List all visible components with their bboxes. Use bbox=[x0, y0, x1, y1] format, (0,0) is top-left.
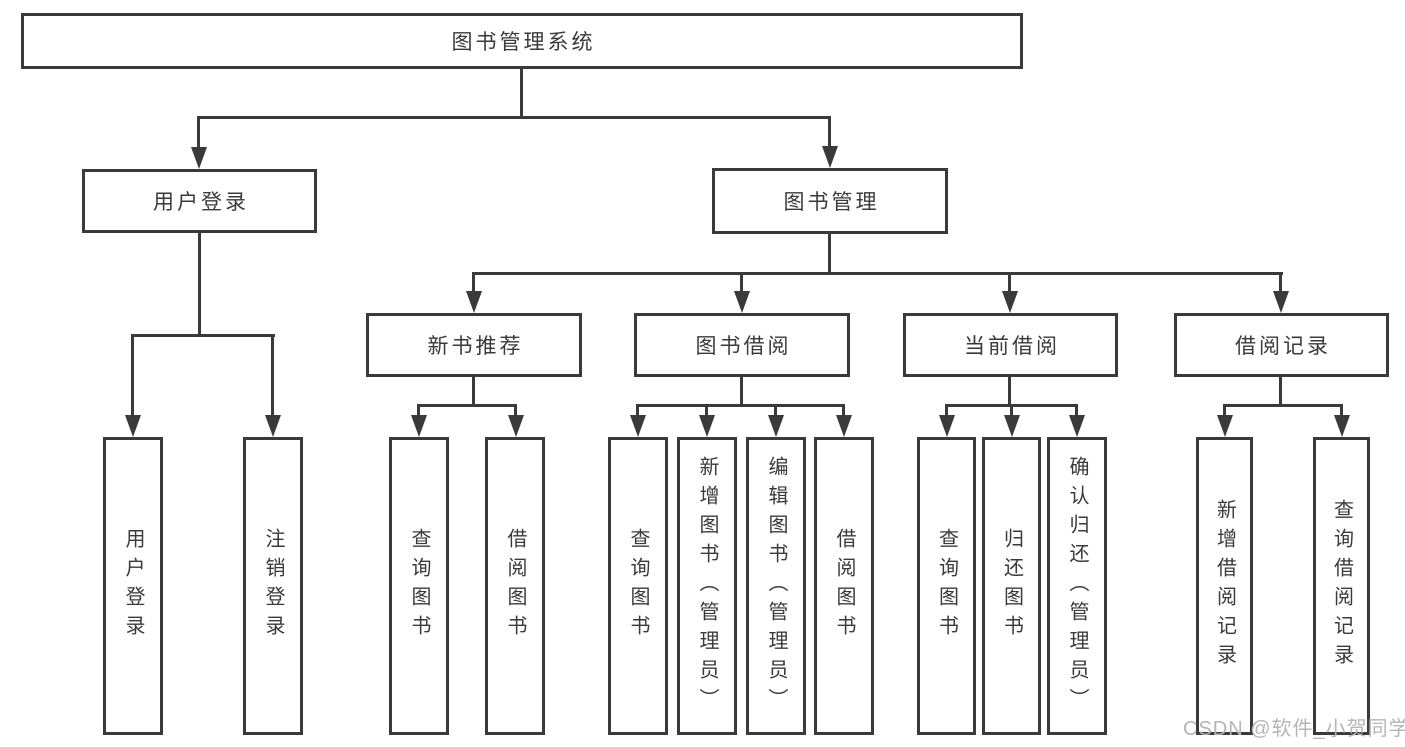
arrowhead-current-borrow bbox=[1002, 291, 1018, 313]
connector-to-user-login bbox=[197, 116, 200, 150]
node-current-borrow: 当前借阅 bbox=[903, 313, 1118, 377]
csdn-watermark: CSDN @软件_小贺同学 bbox=[1183, 718, 1405, 740]
connector-to-borrow-record bbox=[1279, 272, 1282, 294]
node-book-mgmt: 图书管理 bbox=[712, 168, 948, 234]
node-library-system: 图书管理系统 bbox=[21, 13, 1023, 69]
connector-level3-branch bbox=[472, 272, 1283, 275]
arrowhead-borrow-record bbox=[1273, 291, 1289, 313]
connector-user-login-branch bbox=[131, 334, 275, 337]
arrowhead-new-book bbox=[466, 291, 482, 313]
connector-to-book-borrow bbox=[740, 272, 743, 294]
node-book-borrow-label: 图书借阅 bbox=[695, 335, 792, 358]
node-book-borrow: 图书借阅 bbox=[634, 313, 850, 377]
leaf-query-borrow-record-label: 查询借阅记录 bbox=[1330, 499, 1353, 673]
connector-d2 bbox=[1010, 404, 1013, 420]
connector-to-leaf-login bbox=[131, 334, 134, 419]
node-borrow-record: 借阅记录 bbox=[1174, 313, 1389, 377]
connector-new-book-branch bbox=[417, 404, 517, 407]
leaf-query-borrow-record: 查询借阅记录 bbox=[1313, 437, 1370, 735]
arrowhead-e2 bbox=[1334, 415, 1350, 437]
connector-e2 bbox=[1340, 404, 1343, 420]
leaf-borrow-book-label: 借阅图书 bbox=[833, 528, 855, 644]
arrowhead-c2 bbox=[699, 415, 715, 437]
leaf-user-login-label: 用户登录 bbox=[122, 528, 144, 644]
connector-b2 bbox=[514, 404, 517, 420]
leaf-add-book-admin: 新增图书（管理员） bbox=[677, 437, 737, 735]
node-borrow-record-label: 借阅记录 bbox=[1235, 335, 1331, 358]
arrowhead-c4 bbox=[836, 415, 852, 437]
arrowhead-user-login bbox=[191, 147, 207, 169]
connector-c3 bbox=[774, 404, 777, 420]
leaf-add-borrow-record: 新增借阅记录 bbox=[1196, 437, 1253, 735]
arrowhead-leaf-logout bbox=[265, 415, 281, 437]
leaf-logout-label: 注销登录 bbox=[262, 528, 284, 644]
connector-new-book-stub bbox=[472, 377, 475, 406]
leaf-query-book-recommend-label: 查询图书 bbox=[408, 528, 430, 644]
arrowhead-book-mgmt bbox=[822, 146, 838, 168]
leaf-confirm-return-admin: 确认归还（管理员） bbox=[1047, 437, 1107, 735]
arrowhead-book-borrow bbox=[734, 291, 750, 313]
leaf-edit-book-admin: 编辑图书（管理员） bbox=[746, 437, 806, 735]
node-library-system-label: 图书管理系统 bbox=[451, 31, 596, 54]
connector-c2 bbox=[705, 404, 708, 420]
leaf-add-borrow-record-label: 新增借阅记录 bbox=[1213, 499, 1236, 673]
connector-borrow-record-stub bbox=[1279, 377, 1282, 406]
leaf-confirm-return-admin-label: 确认归还（管理员） bbox=[1066, 455, 1088, 717]
connector-root-stub bbox=[520, 69, 523, 118]
leaf-borrow-book: 借阅图书 bbox=[814, 437, 874, 735]
node-user-login: 用户登录 bbox=[82, 169, 317, 233]
connector-b1 bbox=[417, 404, 420, 420]
connector-book-borrow-branch bbox=[636, 404, 845, 407]
arrowhead-d1 bbox=[939, 415, 955, 437]
arrowhead-b1 bbox=[411, 415, 427, 437]
leaf-query-book-borrow-label: 查询图书 bbox=[627, 528, 649, 644]
leaf-user-login: 用户登录 bbox=[103, 437, 163, 735]
arrowhead-c1 bbox=[630, 415, 646, 437]
arrowhead-d3 bbox=[1069, 415, 1085, 437]
leaf-query-book-current: 查询图书 bbox=[917, 437, 976, 735]
connector-user-login-stub bbox=[198, 233, 201, 336]
arrowhead-e1 bbox=[1217, 415, 1233, 437]
connector-current-borrow-stub bbox=[1008, 377, 1011, 406]
connector-c4 bbox=[842, 404, 845, 420]
connector-d1 bbox=[945, 404, 948, 420]
leaf-borrow-book-recommend-label: 借阅图书 bbox=[504, 528, 526, 644]
connector-level2-branch bbox=[198, 116, 831, 119]
node-current-borrow-label: 当前借阅 bbox=[964, 335, 1060, 358]
connector-to-book-mgmt bbox=[828, 116, 831, 150]
leaf-query-book-current-label: 查询图书 bbox=[935, 528, 958, 644]
connector-to-new-book bbox=[472, 272, 475, 294]
node-new-book-recommend: 新书推荐 bbox=[366, 313, 582, 377]
arrowhead-c3 bbox=[768, 415, 784, 437]
node-book-mgmt-label: 图书管理 bbox=[783, 191, 880, 214]
node-user-login-label: 用户登录 bbox=[153, 191, 249, 214]
arrowhead-leaf-login bbox=[125, 415, 141, 437]
leaf-return-book: 归还图书 bbox=[982, 437, 1041, 735]
connector-book-borrow-stub bbox=[740, 377, 743, 406]
connector-e1 bbox=[1223, 404, 1226, 420]
leaf-query-book-recommend: 查询图书 bbox=[389, 437, 449, 735]
leaf-query-book-borrow: 查询图书 bbox=[608, 437, 668, 735]
arrowhead-b2 bbox=[508, 415, 524, 437]
connector-to-leaf-logout bbox=[271, 334, 274, 419]
connector-book-mgmt-stub bbox=[828, 234, 831, 274]
leaf-edit-book-admin-label: 编辑图书（管理员） bbox=[765, 455, 787, 717]
leaf-return-book-label: 归还图书 bbox=[1000, 528, 1023, 644]
leaf-logout: 注销登录 bbox=[243, 437, 303, 735]
connector-d3 bbox=[1075, 404, 1078, 420]
connector-to-current-borrow bbox=[1008, 272, 1011, 294]
node-new-book-recommend-label: 新书推荐 bbox=[427, 335, 524, 358]
connector-borrow-record-branch bbox=[1223, 404, 1343, 407]
connector-c1 bbox=[636, 404, 639, 420]
arrowhead-d2 bbox=[1004, 415, 1020, 437]
leaf-add-book-admin-label: 新增图书（管理员） bbox=[696, 455, 718, 717]
leaf-borrow-book-recommend: 借阅图书 bbox=[485, 437, 545, 735]
